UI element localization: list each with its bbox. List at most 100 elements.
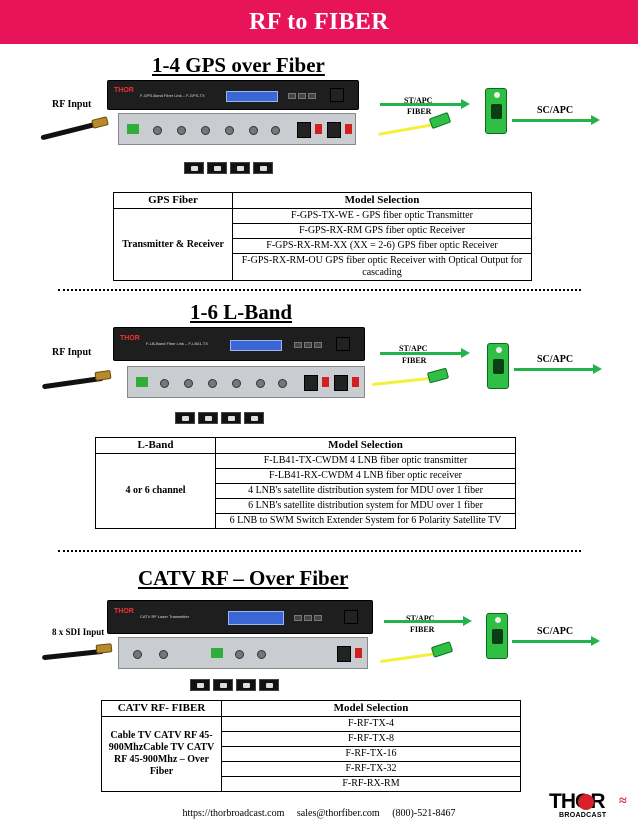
table-row: 4 LNB's satellite distribution system fo… — [215, 483, 516, 500]
output-arrow — [514, 364, 602, 374]
rf-port — [184, 379, 193, 388]
table-row: F-GPS-RX-RM-XX (XX = 2-6) GPS fiber opti… — [232, 238, 532, 255]
rf-port — [235, 650, 244, 659]
power-icon — [259, 679, 279, 691]
fiber-cable — [378, 123, 434, 136]
table-row: F-RF-RX-RM — [221, 776, 521, 793]
table-header: Model Selection — [215, 436, 516, 455]
connector-icons — [175, 412, 264, 424]
lband-device-front: THOR F-LB-Band Fiber Link – F-LB41-TX — [113, 327, 365, 361]
footer-email[interactable]: sales@thorfiber.com — [296, 808, 380, 819]
section-title-gps: 1-4 GPS over Fiber — [152, 53, 325, 77]
catv-device-back — [118, 637, 368, 669]
rf-input-label: RF Input — [52, 347, 92, 358]
fiber-arrow — [384, 616, 472, 626]
rf-port — [159, 650, 168, 659]
power-socket — [304, 375, 318, 391]
table-row: F-RF-TX-4 — [221, 716, 521, 733]
section-divider — [58, 289, 581, 291]
device-model: F-GPS-Band Fiber Link – F-GPS-TX — [140, 93, 205, 98]
rf-input-label: RF Input — [52, 99, 92, 110]
footer-phone: (800)-521-8467 — [392, 808, 456, 819]
rf-port — [256, 379, 265, 388]
gps-device-back — [118, 113, 356, 145]
logo-text: THOR — [549, 790, 605, 813]
lband-model-table: L-Band Model Selection 4 or 6 channel F-… — [95, 436, 516, 530]
rf-port — [201, 126, 210, 135]
device-brand: THOR — [114, 87, 134, 94]
power-socket — [337, 646, 351, 662]
sc-apc-adapter — [487, 343, 509, 389]
power-socket — [297, 122, 311, 138]
fiber-connector — [426, 367, 450, 384]
device-model: CATV RF Laser Transmitter — [140, 614, 190, 619]
fiber-type-label: ST/APC — [404, 96, 433, 105]
logo-subtitle: BROADCAST — [559, 812, 607, 819]
rf-port — [278, 379, 287, 388]
connector-icons — [190, 679, 279, 691]
output-arrow — [512, 115, 600, 125]
section-title-catv: CATV RF – Over Fiber — [138, 566, 349, 590]
table-header: Model Selection — [232, 191, 532, 210]
power-socket — [334, 375, 348, 391]
rf-icon — [198, 412, 218, 424]
signal-mark-icon: ≈ — [619, 794, 627, 809]
dc-icon — [253, 162, 273, 174]
table-row: 6 LNB to SWM Switch Extender System for … — [215, 513, 516, 530]
fiber-arrow — [380, 348, 470, 358]
dc-icon — [244, 412, 264, 424]
thor-logo: THOR BROADCAST ≈ — [549, 790, 631, 822]
rf-connector — [91, 116, 109, 129]
power-switch — [352, 377, 359, 387]
output-arrow — [512, 636, 600, 646]
power-switch — [355, 648, 362, 658]
power-switch — [322, 377, 329, 387]
table-side-label: Transmitter & Receiver — [113, 208, 233, 282]
table-row: F-RF-TX-16 — [221, 746, 521, 763]
fiber-connector — [430, 641, 454, 658]
table-row: F-GPS-RX-RM GPS fiber optic Receiver — [232, 223, 532, 240]
rf-port — [249, 126, 258, 135]
sdi-connector — [95, 643, 113, 654]
fiber-type-label: ST/APC — [399, 344, 428, 353]
sc-apc-adapter — [485, 88, 507, 134]
fiber-icon — [184, 162, 204, 174]
fiber-icon — [213, 679, 233, 691]
fiber-label: FIBER — [410, 625, 435, 634]
rf-port — [133, 650, 142, 659]
fiber-type-label: ST/APC — [406, 614, 435, 623]
rf-port — [225, 126, 234, 135]
rf-port — [257, 650, 266, 659]
rf-port — [232, 379, 241, 388]
fiber-arrow — [380, 99, 470, 109]
rf-port — [208, 379, 217, 388]
lcd-display — [228, 611, 284, 625]
table-row: F-RF-TX-8 — [221, 731, 521, 748]
header-banner: RF to FIBER — [0, 0, 638, 44]
fiber-connector — [428, 111, 452, 130]
gps-device-front: THOR F-GPS-Band Fiber Link – F-GPS-TX — [107, 80, 359, 110]
lcd-display — [230, 340, 282, 351]
section-title-lband: 1-6 L-Band — [190, 300, 293, 324]
fiber-port — [136, 377, 148, 387]
rf-icon — [207, 162, 227, 174]
footer-url[interactable]: https://thorbroadcast.com — [182, 808, 285, 819]
sdi-input-label: 8 x SDI Input — [52, 627, 105, 637]
power-switch — [344, 610, 358, 624]
front-buttons — [294, 342, 322, 348]
lcd-display — [226, 91, 278, 102]
table-header: L-Band — [95, 436, 216, 455]
catv-device-front: THOR CATV RF Laser Transmitter — [107, 600, 373, 634]
table-header: CATV RF- FIBER — [101, 699, 222, 718]
rf-connector — [94, 369, 112, 382]
footer: https://thorbroadcast.com sales@thorfibe… — [0, 808, 638, 819]
table-row: F-LB41-RX-CWDM 4 LNB fiber optic receive… — [215, 468, 516, 485]
dc-icon — [190, 679, 210, 691]
power-socket — [327, 122, 341, 138]
power-icon — [230, 162, 250, 174]
table-row: 6 LNB's satellite distribution system fo… — [215, 498, 516, 515]
fiber-label: FIBER — [407, 107, 432, 116]
table-row: F-RF-TX-32 — [221, 761, 521, 778]
power-switch — [315, 124, 322, 134]
power-switch — [330, 88, 344, 102]
